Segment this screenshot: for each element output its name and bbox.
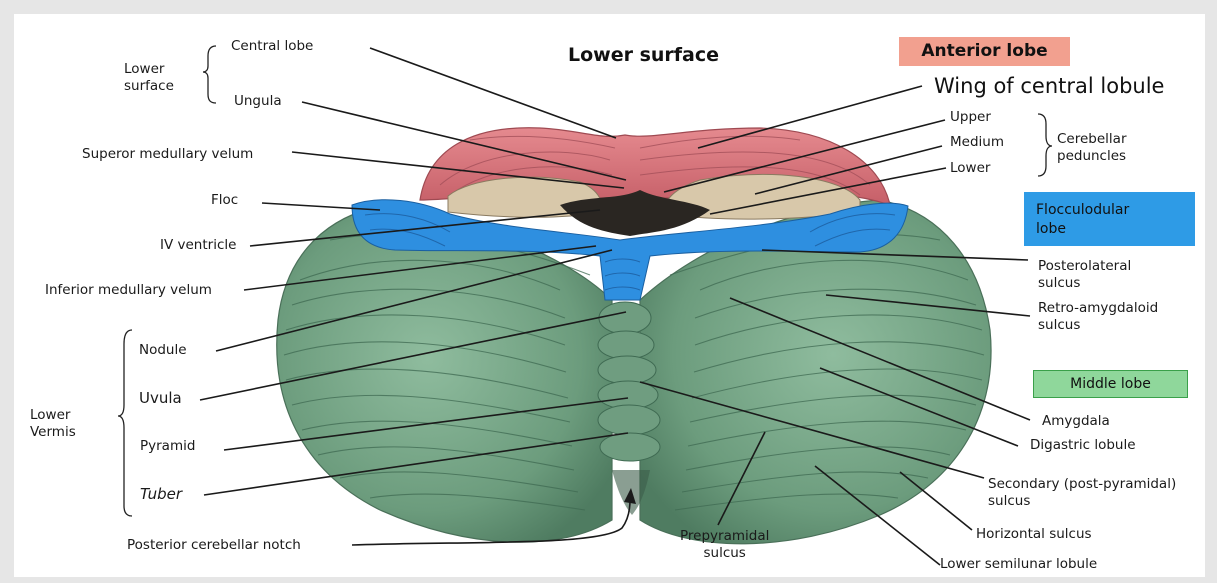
flocculonodular-lobe-box: Flocculodular lobe <box>1024 192 1195 246</box>
central-lobe-label: Central lobe <box>231 38 313 55</box>
wing-of-central-lobule-label: Wing of central lobule <box>934 74 1164 98</box>
left-hemisphere <box>277 208 612 542</box>
lower-semilunar-lobule-label: Lower semilunar lobule <box>940 556 1097 573</box>
anterior-lobe-box: Anterior lobe <box>899 37 1070 66</box>
upper-peduncle-label: Upper <box>950 109 991 126</box>
prepyramidal-sulcus-label: Prepyramidal sulcus <box>680 528 769 562</box>
posterior-cerebellar-notch-label: Posterior cerebellar notch <box>127 537 301 554</box>
lower-vermis-group-label: Lower Vermis <box>30 407 76 441</box>
posterolateral-sulcus-label: Posterolateral sulcus <box>1038 258 1131 292</box>
uvula-label: Uvula <box>139 390 182 407</box>
superior-medullary-velum-label: Superor medullary velum <box>82 146 253 163</box>
secondary-sulcus-label: Secondary (post-pyramidal) sulcus <box>988 476 1176 510</box>
cerebellar-peduncles-label: Cerebellar peduncles <box>1057 131 1127 165</box>
middle-lobe-box: Middle lobe <box>1033 370 1188 398</box>
nodule-label: Nodule <box>139 342 187 359</box>
digastric-lobule-label: Digastric lobule <box>1030 437 1136 454</box>
retro-amygdaloid-sulcus-label: Retro-amygdaloid sulcus <box>1038 300 1158 334</box>
pyramid-label: Pyramid <box>140 438 195 455</box>
lower-surface-group-label: Lower surface <box>124 61 174 95</box>
page-title: Lower surface <box>568 44 719 66</box>
medium-peduncle-label: Medium <box>950 134 1004 151</box>
floc-label: Floc <box>211 192 238 209</box>
tuber-label: Tuber <box>140 486 182 503</box>
horizontal-sulcus-label: Horizontal sulcus <box>976 526 1092 543</box>
amygdala-label: Amygdala <box>1042 413 1110 430</box>
ungula-label: Ungula <box>234 93 282 110</box>
inferior-medullary-velum-label: Inferior medullary velum <box>45 282 212 299</box>
lower-peduncle-label: Lower <box>950 160 990 177</box>
iv-ventricle-label: IV ventricle <box>160 237 236 254</box>
